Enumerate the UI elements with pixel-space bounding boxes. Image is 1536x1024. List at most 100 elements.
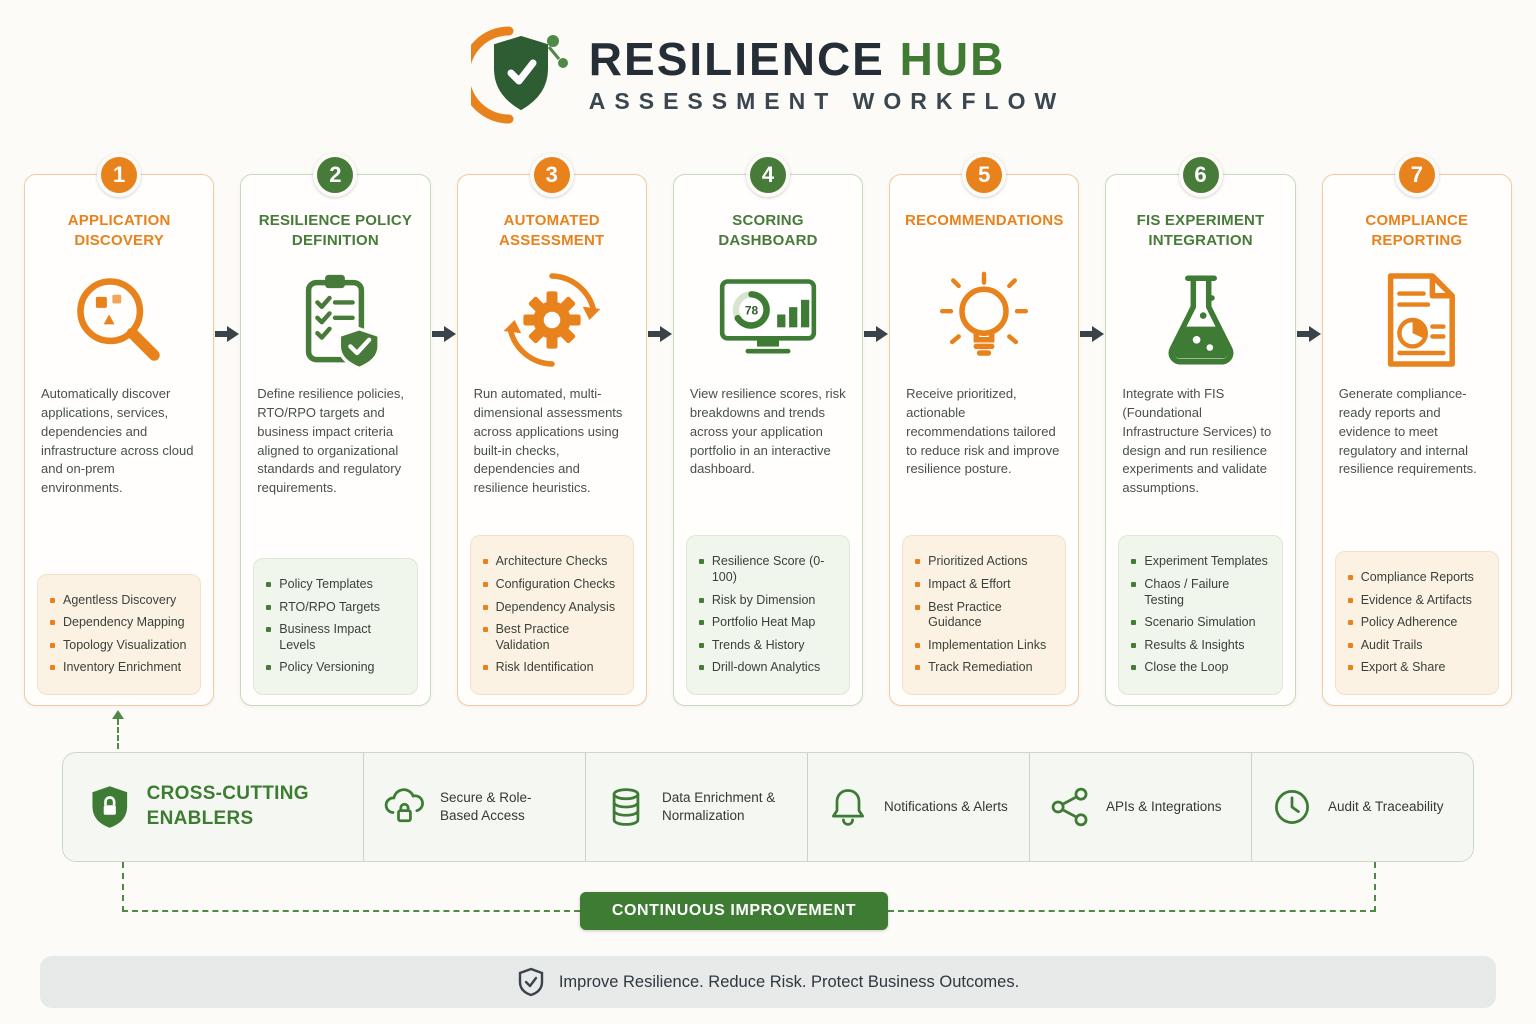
step-card-fis-experiment-integration: 6 FIS EXPERIMENT INTEGRATION Integrate w… <box>1105 153 1296 706</box>
step-title: AUTOMATED ASSESSMENT <box>499 212 605 250</box>
clock-icon <box>1275 790 1309 824</box>
bullet-item: Policy Versioning <box>266 660 406 676</box>
enabler-label: APIs & Integrations <box>1106 798 1222 814</box>
step-description: Define resilience policies, RTO/RPO targ… <box>257 386 404 496</box>
step-title: COMPLIANCE REPORTING <box>1365 212 1469 250</box>
continuous-improvement-banner: CONTINUOUS IMPROVEMENT <box>580 892 888 930</box>
loop-line <box>117 719 119 749</box>
footer-tagline-strip: Improve Resilience. Reduce Risk. Protect… <box>40 956 1496 1008</box>
title-accent-text: HUB <box>899 33 1006 86</box>
enabler-apis-integrations: APIs & Integrations <box>1029 753 1251 861</box>
step-description: Receive prioritized, actionable recommen… <box>906 386 1060 477</box>
loop-line <box>888 910 1376 912</box>
step-description: Generate compliance-ready reports and ev… <box>1338 386 1477 477</box>
lightbulb-icon <box>902 261 1066 379</box>
page-header: RESILIENCE HUB ASSESSMENT WORKFLOW <box>0 0 1536 134</box>
bullet-item: Audit Trails <box>1347 638 1488 654</box>
bell-icon <box>831 789 865 826</box>
policy-clipboard-icon <box>253 261 417 379</box>
step-bullet-panel: Agentless Discovery Dependency Mapping T… <box>37 573 202 695</box>
magnifier-discovery-icon <box>37 261 201 379</box>
step-bullet-panel: Architecture Checks Configuration Checks… <box>469 535 634 695</box>
step-bullet-list: Policy Templates RTO/RPO Targets Busines… <box>266 577 406 676</box>
step-title: RESILIENCE POLICY DEFINITION <box>258 212 413 250</box>
enabler-label: Secure & Role-Based Access <box>440 789 532 823</box>
bullet-item: Inventory Enrichment <box>50 660 190 676</box>
step-number-badge: 4 <box>745 153 790 197</box>
step-number-badge: 6 <box>1178 153 1223 197</box>
header-title-block: RESILIENCE HUB ASSESSMENT WORKFLOW <box>589 35 1065 114</box>
bullet-item: RTO/RPO Targets <box>266 600 406 616</box>
step-number-badge: 3 <box>529 153 574 197</box>
share-nodes-icon <box>1051 787 1088 827</box>
step-number-badge: 7 <box>1394 153 1439 197</box>
bullet-item: Close the Loop <box>1131 660 1271 676</box>
bullet-item: Drill-down Analytics <box>698 660 839 676</box>
bullet-item: Prioritized Actions <box>915 554 1055 570</box>
step-card-scoring-dashboard: 4 SCORING DASHBOARD 78 View resilience s… <box>672 153 864 706</box>
step-card-automated-assessment: 3 AUTOMATED ASSESSMENT <box>456 153 647 706</box>
bullet-item: Risk Identification <box>482 660 623 676</box>
step-bullet-list: Agentless Discovery Dependency Mapping T… <box>50 593 190 677</box>
bullet-item: Experiment Templates <box>1131 554 1271 570</box>
bullet-item: Results & Insights <box>1131 638 1271 654</box>
flow-arrow-icon <box>214 324 240 346</box>
step-title: SCORING DASHBOARD <box>718 212 818 250</box>
enabler-data-enrichment: Data Enrichment & Normalization <box>585 753 807 861</box>
gear-cycle-icon <box>470 261 634 379</box>
bullet-item: Implementation Links <box>915 638 1055 654</box>
loop-line <box>1374 862 1376 912</box>
score-value: 78 <box>745 304 759 318</box>
bullet-item: Policy Adherence <box>1347 615 1488 631</box>
step-description: Integrate with FIS (Foundational Infrast… <box>1122 386 1272 496</box>
footer-tagline: Improve Resilience. Reduce Risk. Protect… <box>558 972 1020 991</box>
step-bullet-list: Compliance Reports Evidence & Artifacts … <box>1347 570 1488 676</box>
step-number-badge: 1 <box>97 153 142 197</box>
bullet-item: Scenario Simulation <box>1131 615 1271 631</box>
loop-line <box>122 910 580 912</box>
step-number-badge: 2 <box>313 153 358 197</box>
enablers-label: CROSS-CUTTING ENABLERS <box>146 783 309 829</box>
step-title: RECOMMENDATIONS <box>904 212 1064 229</box>
cross-cutting-enablers-bar: CROSS-CUTTING ENABLERS Secure & Role-Bas… <box>62 752 1474 862</box>
bullet-item: Chaos / Failure Testing <box>1131 577 1271 608</box>
bullet-item: Architecture Checks <box>482 554 623 570</box>
bullet-item: Configuration Checks <box>482 577 623 593</box>
workflow-steps-row: 1 APPLICATION DISCOVERY Automatically di… <box>0 153 1536 706</box>
flow-arrow-icon <box>431 324 457 346</box>
page-subtitle: ASSESSMENT WORKFLOW <box>588 87 1066 114</box>
enabler-label: Data Enrichment & Normalization <box>662 789 776 823</box>
enabler-label: Notifications & Alerts <box>884 798 1008 814</box>
cloud-lock-icon <box>384 788 424 823</box>
step-bullet-panel: Prioritized Actions Impact & Effort Best… <box>902 535 1067 695</box>
enabler-label: Audit & Traceability <box>1328 798 1444 814</box>
title-main-text: RESILIENCE <box>588 33 885 86</box>
bullet-item: Best Practice Validation <box>482 622 623 653</box>
step-description: Run automated, multi-dimensional assessm… <box>473 386 623 496</box>
experiment-flask-icon <box>1118 261 1282 379</box>
flow-arrow-icon <box>647 324 673 346</box>
bullet-item: Policy Templates <box>266 577 406 593</box>
flow-arrow-icon <box>1296 324 1322 346</box>
bullet-item: Portfolio Heat Map <box>698 615 839 631</box>
bullet-item: Resilience Score (0-100) <box>698 554 839 585</box>
step-card-application-discovery: 1 APPLICATION DISCOVERY Automatically di… <box>24 153 215 706</box>
step-bullet-list: Architecture Checks Configuration Checks… <box>482 554 623 676</box>
bullet-item: Track Remediation <box>915 660 1055 676</box>
dashboard-monitor-icon: 78 <box>686 261 850 379</box>
bullet-item: Compliance Reports <box>1347 570 1488 586</box>
bullet-item: Dependency Analysis <box>482 600 623 616</box>
step-card-compliance-reporting: 7 COMPLIANCE REPORTING Generate complian… <box>1321 153 1512 706</box>
database-icon <box>612 788 640 826</box>
step-card-resilience-policy-definition: 2 RESILIENCE POLICY DEFINITION Define re… <box>240 153 431 706</box>
resilience-hub-logo-icon <box>470 26 568 124</box>
bullet-item: Risk by Dimension <box>698 593 839 609</box>
bullet-item: Impact & Effort <box>915 577 1055 593</box>
page-title: RESILIENCE HUB <box>589 35 1065 83</box>
shield-check-icon <box>518 967 544 997</box>
enabler-secure-access: Secure & Role-Based Access <box>363 753 585 861</box>
step-bullet-list: Experiment Templates Chaos / Failure Tes… <box>1131 554 1271 676</box>
bullet-item: Agentless Discovery <box>50 593 190 609</box>
bullet-item: Trends & History <box>698 638 839 654</box>
step-description: Automatically discover applications, ser… <box>41 386 194 496</box>
